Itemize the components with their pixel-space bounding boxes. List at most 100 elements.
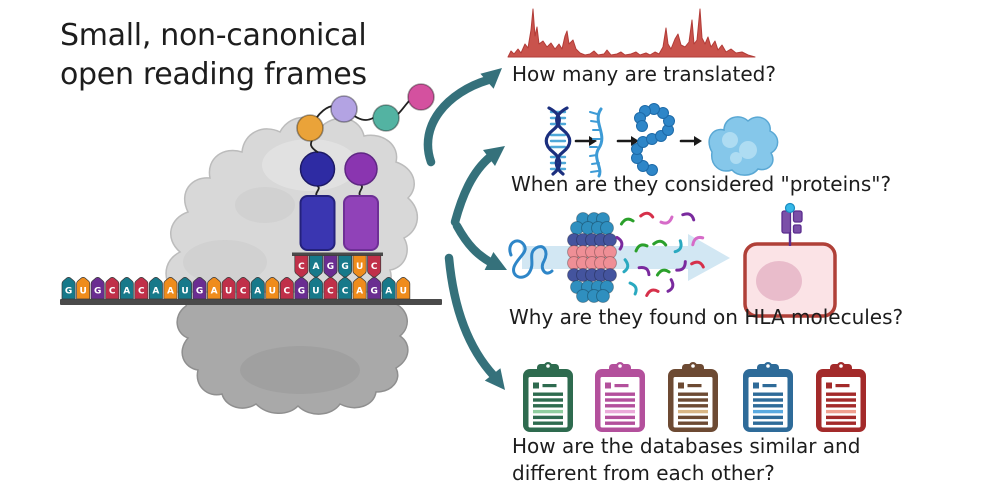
amino-acid-bead <box>372 104 400 132</box>
svg-text:A: A <box>356 287 363 297</box>
right-arrow-icon <box>679 136 702 146</box>
polypeptide-chain-icon <box>631 103 675 176</box>
question-how-many-translated: How many are translated? <box>512 62 776 86</box>
presented-peptide-icon <box>784 202 796 214</box>
anticodon-base: U <box>352 255 367 278</box>
hla-presentation-icons <box>508 202 837 318</box>
clipboard-line <box>678 404 708 408</box>
arrowhead-q4 <box>484 368 505 390</box>
proteasome-subunit <box>596 289 610 303</box>
svg-text:A: A <box>254 287 261 297</box>
arrowhead-q2 <box>483 146 505 166</box>
peptide-fragment <box>666 278 675 293</box>
peptide-fragment <box>645 288 660 297</box>
clipboard-line <box>605 398 635 402</box>
peptide-fragment <box>619 217 635 226</box>
clipboard-line <box>678 421 708 425</box>
cell-with-hla <box>743 202 837 318</box>
svg-text:U: U <box>79 287 86 297</box>
clipboard-line <box>605 392 635 396</box>
amino-acid-beads <box>296 83 435 142</box>
title-line-2: open reading frames <box>60 57 367 92</box>
clipboard-line <box>678 409 708 414</box>
riboseq-coverage-track <box>507 8 756 58</box>
svg-text:A: A <box>123 287 130 297</box>
trna-left-head <box>299 151 336 187</box>
clipboard-line <box>753 421 783 425</box>
mrna-nucleotide: C <box>236 277 251 300</box>
database-clipboards <box>523 362 866 432</box>
amino-acid-bead <box>407 83 435 111</box>
peptide-fragment <box>675 260 687 272</box>
peptide-fragment <box>615 235 624 251</box>
database-clipboard <box>523 362 573 432</box>
svg-text:A: A <box>312 262 319 272</box>
proteasome-subunit <box>603 233 617 247</box>
mrna-nucleotide: U <box>178 277 192 300</box>
arrow-to-q2 <box>450 152 495 227</box>
peptide-fragment <box>622 258 630 274</box>
proteasome-subunit <box>603 268 617 282</box>
ribosome-shading <box>240 346 360 394</box>
clipboard-line <box>753 415 783 420</box>
clipboard-line <box>605 415 635 420</box>
svg-text:C: C <box>138 287 145 297</box>
svg-text:C: C <box>371 262 378 272</box>
clipboard-line <box>605 409 635 414</box>
arrow-to-q1 <box>423 75 493 167</box>
peptide-fragment <box>637 265 651 277</box>
folded-protein-icon <box>708 116 779 176</box>
clipboard-line <box>753 398 783 402</box>
peptide-fragment <box>652 239 668 247</box>
arrow-to-q4 <box>444 253 499 381</box>
trna-left-body <box>299 195 336 251</box>
svg-text:U: U <box>356 262 363 272</box>
clipboard-line <box>533 404 563 408</box>
clipboard-line <box>605 421 635 425</box>
svg-text:G: G <box>298 287 305 297</box>
peptide-fragment <box>681 212 696 222</box>
proteasome-subunit <box>603 256 617 270</box>
clipboard-line <box>753 392 783 396</box>
mrna-nucleotide: A <box>381 277 396 300</box>
mrna-nucleotide: A <box>119 277 134 300</box>
ribosome-shading <box>235 187 295 223</box>
mrna-backbone <box>60 299 442 305</box>
mrna-nucleotide: U <box>309 277 323 300</box>
peptide-fragment <box>655 268 671 277</box>
question-databases-similar-different: How are the databases similar and differ… <box>512 434 861 485</box>
peptide-fragment <box>690 260 705 269</box>
clipboard-line <box>605 404 635 408</box>
mrna-nucleotide: A <box>207 277 222 300</box>
anticodon-base: G <box>323 255 338 278</box>
mrna-nucleotide: G <box>192 277 207 300</box>
peptide-fragment <box>659 215 674 225</box>
question-why-on-hla: Why are they found on HLA molecules? <box>509 305 904 329</box>
peptide-fragment <box>634 243 649 253</box>
clipboard-line <box>826 421 856 425</box>
svg-text:U: U <box>400 287 407 297</box>
clipboard-line <box>678 392 708 396</box>
unfolded-protein-icon <box>508 239 554 279</box>
clipboard-line <box>826 398 856 402</box>
title-line-1: Small, non-canonical <box>60 18 367 53</box>
trna-right-head <box>344 152 378 186</box>
ribosome-shading <box>183 240 267 284</box>
mrna-nucleotide: C <box>279 277 294 300</box>
flow-arrow <box>522 234 730 281</box>
anticodon-rail-left <box>292 252 338 256</box>
rna-icon <box>589 107 604 178</box>
svg-text:U: U <box>225 287 232 297</box>
svg-text:U: U <box>269 287 276 297</box>
clipboard-line <box>533 409 563 414</box>
clipboard-line <box>533 415 563 420</box>
peptide-fragment <box>691 235 705 247</box>
question-when-considered-proteins: When are they considered "proteins"? <box>511 172 892 196</box>
clipboard-line <box>678 415 708 420</box>
arrow-to-q3 <box>452 221 495 267</box>
arrowhead-q3 <box>484 252 507 270</box>
svg-text:C: C <box>327 287 334 297</box>
